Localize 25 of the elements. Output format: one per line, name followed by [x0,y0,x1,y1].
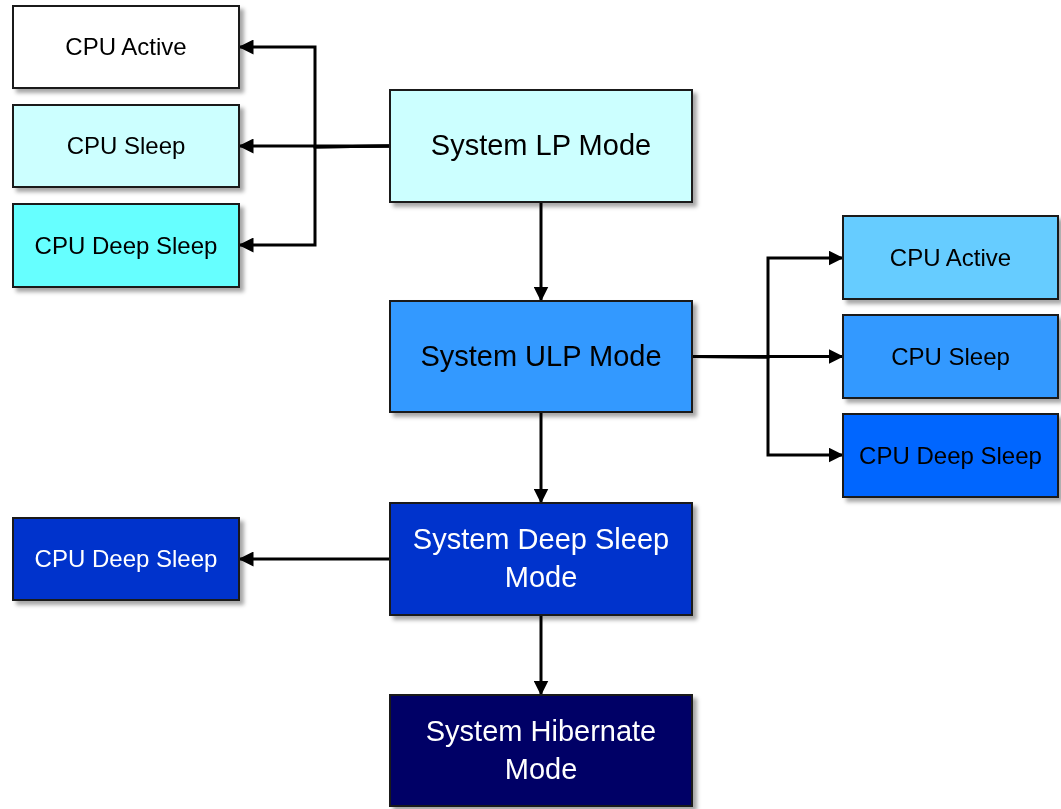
arrow [533,203,549,302]
mode-box [389,694,693,807]
box-label: System Deep Sleep Mode [411,522,671,595]
arrow [533,413,549,504]
box-label: System ULP Mode [420,338,662,374]
box-label: CPU Deep Sleep [34,230,218,261]
box-label: CPU Active [889,242,1012,273]
box-label: System Hibernate Mode [424,713,658,787]
state-box [12,104,240,188]
state-box [12,5,240,89]
box-label: CPU Deep Sleep [859,440,1042,471]
state-box [842,413,1059,498]
mode-box [389,502,693,616]
state-box [842,314,1059,399]
box-label: System LP Mode [430,128,652,164]
box-label: CPU Deep Sleep [34,544,218,575]
arrow [533,616,549,696]
box-label: CPU Sleep [891,341,1010,372]
state-box [842,215,1059,300]
mode-box [389,300,693,413]
state-box [12,517,240,601]
box-label: CPU Sleep [66,131,186,162]
mode-box [389,89,693,203]
box-label: CPU Active [65,32,187,63]
state-box [12,203,240,288]
